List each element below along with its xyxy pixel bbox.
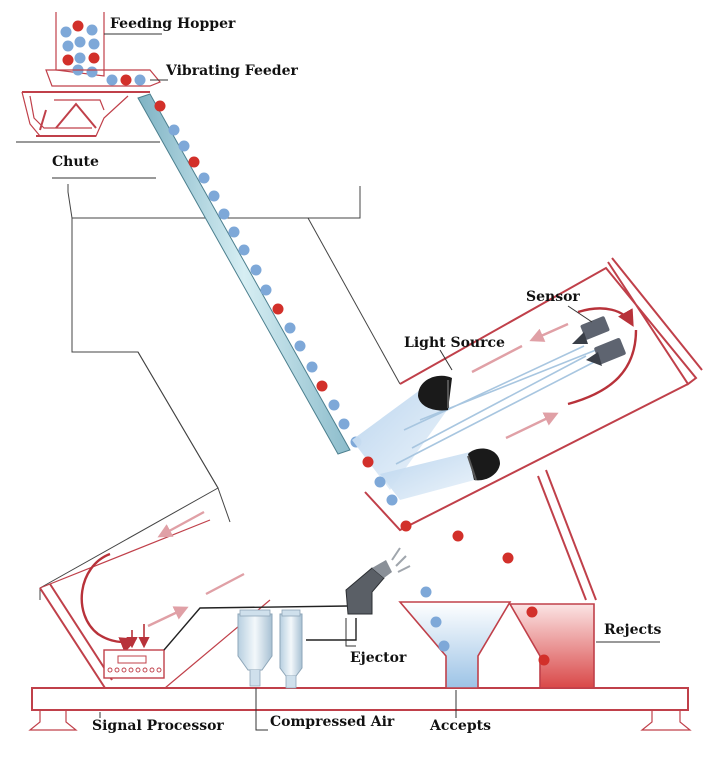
ejector (345, 547, 411, 647)
label-sensor: Sensor (526, 289, 580, 305)
label-light-source: Light Source (404, 335, 505, 351)
rejects-bin (508, 603, 660, 689)
label-chute: Chute (52, 154, 99, 170)
label-ejector: Ejector (350, 650, 407, 666)
label-rejects: Rejects (604, 622, 662, 638)
camera-upper-icon (572, 316, 610, 344)
particles-falling (362, 456, 514, 598)
lamp-upper (418, 375, 452, 411)
label-compressed-air: Compressed Air (270, 714, 395, 730)
flow-arrows-lower (80, 510, 245, 653)
sorter-frame (28, 257, 703, 731)
chute (52, 93, 351, 455)
feeding-hopper (55, 12, 162, 78)
camera-lower-icon (586, 338, 626, 366)
label-accepts: Accepts (429, 718, 491, 734)
label-vibrating-feeder: Vibrating Feeder (165, 63, 298, 79)
housing-walls (39, 184, 401, 600)
label-feeding-hopper: Feeding Hopper (110, 16, 236, 32)
compressed-air-tanks (237, 609, 303, 731)
vibrating-feeder (16, 69, 168, 143)
flow-arrows-optical (471, 307, 638, 440)
light-beams (352, 345, 599, 500)
label-signal-processor: Signal Processor (92, 718, 224, 734)
particles-chute (154, 100, 362, 448)
label-leaders (439, 305, 593, 371)
lamp-lower (467, 448, 500, 481)
signal-processor (99, 649, 165, 718)
accepts-bin (398, 601, 512, 718)
control-wires (163, 605, 357, 651)
